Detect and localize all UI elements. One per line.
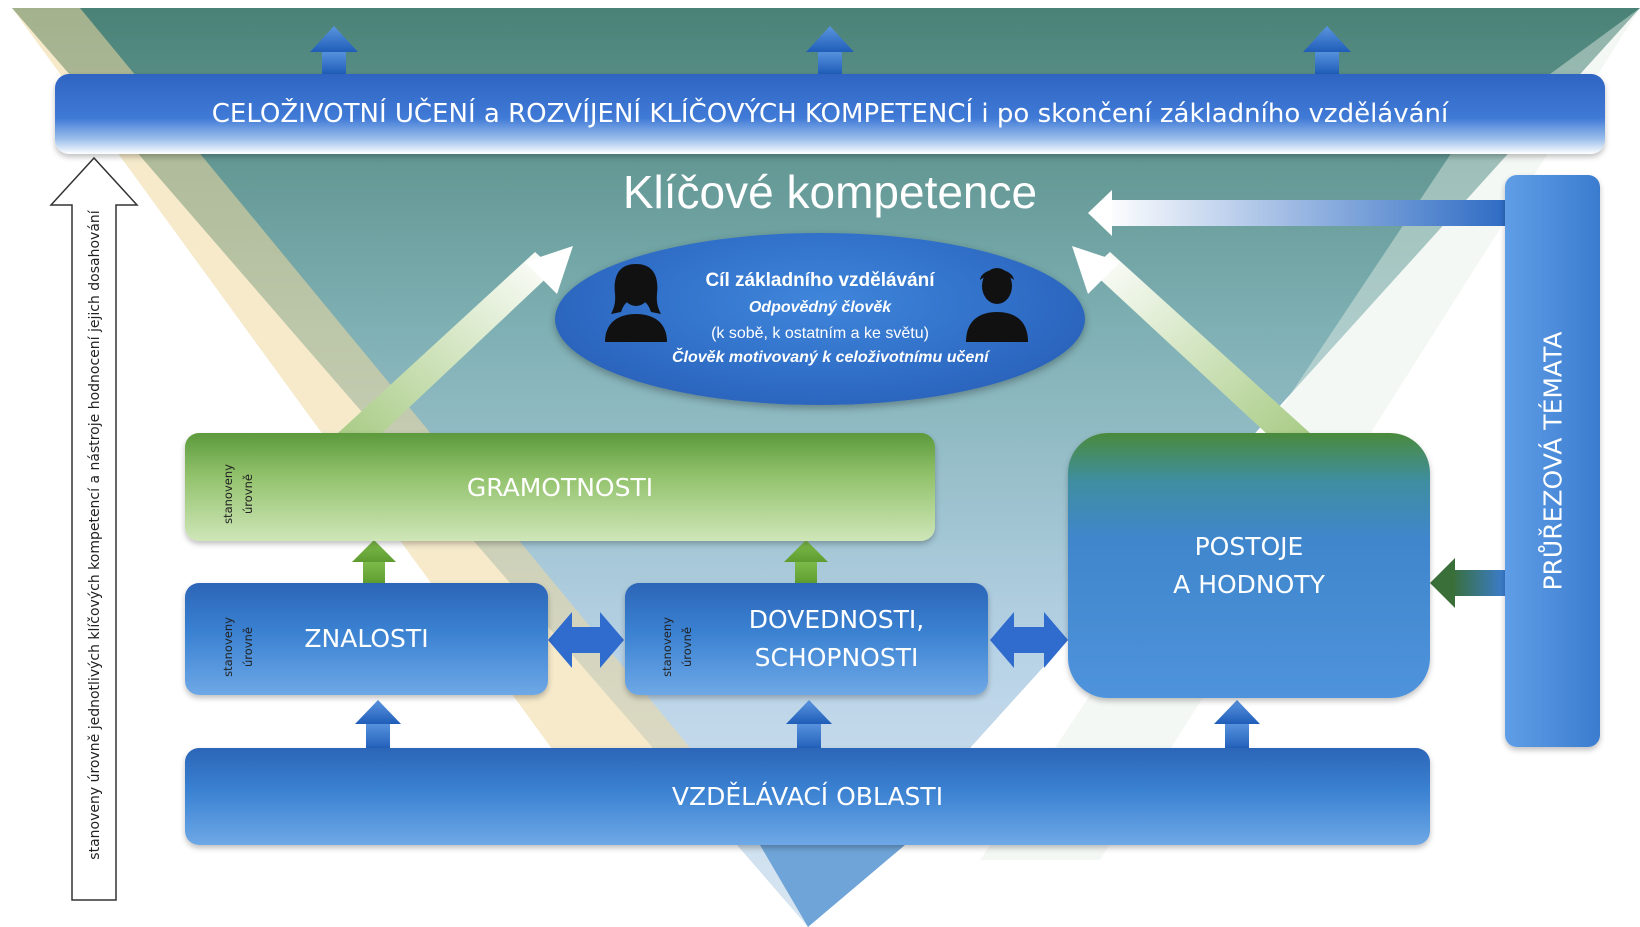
arrow-diagonal-right xyxy=(1072,246,1310,433)
page-title: Klíčové kompetence xyxy=(622,166,1038,218)
goal-line-3: Člověk motivovaný k celoživotnímu učení xyxy=(672,349,989,366)
goal-heading: Cíl základního vzdělávání xyxy=(705,270,935,291)
left-vertical-arrow xyxy=(49,156,139,901)
dovednosti-line-1: DOVEDNOSTI, xyxy=(748,605,925,634)
arrow-up-dovednosti-to-gramotnosti xyxy=(784,540,828,584)
bottom-triangle xyxy=(760,845,905,927)
woman-icon xyxy=(605,264,667,342)
goal-line-1: Odpovědný člověk xyxy=(748,299,892,316)
left-arrow-label: stanoveny úrovně jednotlivých klíčových … xyxy=(87,210,103,860)
arrow-to-klicove-kompetence xyxy=(1088,190,1505,236)
double-arrow-znalosti-dovednosti xyxy=(548,612,624,668)
level-label-dovednosti-1: stanoveny xyxy=(660,617,674,677)
double-arrow-dovednosti-postoje xyxy=(990,612,1068,668)
level-label-znalosti-2: úrovně xyxy=(241,627,255,667)
lifelong-learning-banner: CELOŽIVOTNÍ UČENÍ a ROZVÍJENÍ KLÍČOVÝCH … xyxy=(55,74,1605,154)
goal-line-2: (k sobě, k ostatním a ke světu) xyxy=(711,325,929,342)
level-label-dovednosti-2: úrovně xyxy=(680,627,694,667)
arrow-diagonal-left xyxy=(338,246,573,433)
postoje-line-2: A HODNOTY xyxy=(1173,569,1325,599)
dovednosti-label: DOVEDNOSTI, SCHOPNOSTI xyxy=(749,601,924,677)
arrow-up-top-1 xyxy=(310,26,358,74)
arrow-up-znalosti-to-gramotnosti xyxy=(352,540,396,584)
dovednosti-line-2: SCHOPNOSTI xyxy=(754,643,919,672)
dovednosti-box: DOVEDNOSTI, SCHOPNOSTI xyxy=(625,583,988,695)
postoje-line-1: POSTOJE xyxy=(1194,531,1304,561)
gramotnosti-box: GRAMOTNOSTI xyxy=(185,433,935,541)
vzdelavaci-oblasti-label: VZDĚLÁVACÍ OBLASTI xyxy=(671,781,944,811)
prurezova-temata-label: PRŮŘEZOVÁ TÉMATA xyxy=(1538,331,1567,591)
arrow-up-to-znalosti xyxy=(355,700,401,750)
znalosti-box: ZNALOSTI xyxy=(185,583,548,695)
man-icon xyxy=(966,268,1028,342)
vzdelavaci-oblasti-box: VZDĚLÁVACÍ OBLASTI xyxy=(185,748,1430,845)
gramotnosti-label: GRAMOTNOSTI xyxy=(466,472,654,502)
lifelong-learning-text: CELOŽIVOTNÍ UČENÍ a ROZVÍJENÍ KLÍČOVÝCH … xyxy=(211,99,1449,129)
znalosti-label: ZNALOSTI xyxy=(304,624,429,653)
level-label-znalosti-1: stanoveny xyxy=(221,617,235,677)
arrow-up-to-dovednosti xyxy=(786,700,832,750)
postoje-label: POSTOJE A HODNOTY xyxy=(1173,528,1325,604)
arrow-up-to-postoje xyxy=(1214,700,1260,750)
level-label-gramotnosti-1: stanoveny xyxy=(221,464,235,524)
arrow-prurezova-to-postoje xyxy=(1430,558,1505,608)
postoje-box: POSTOJE A HODNOTY xyxy=(1068,433,1430,698)
arrow-up-top-2 xyxy=(806,26,854,74)
level-label-gramotnosti-2: úrovně xyxy=(241,474,255,514)
arrow-up-top-3 xyxy=(1303,26,1351,74)
prurezova-temata-box: PRŮŘEZOVÁ TÉMATA xyxy=(1505,175,1600,747)
yellow-beam xyxy=(12,8,700,760)
